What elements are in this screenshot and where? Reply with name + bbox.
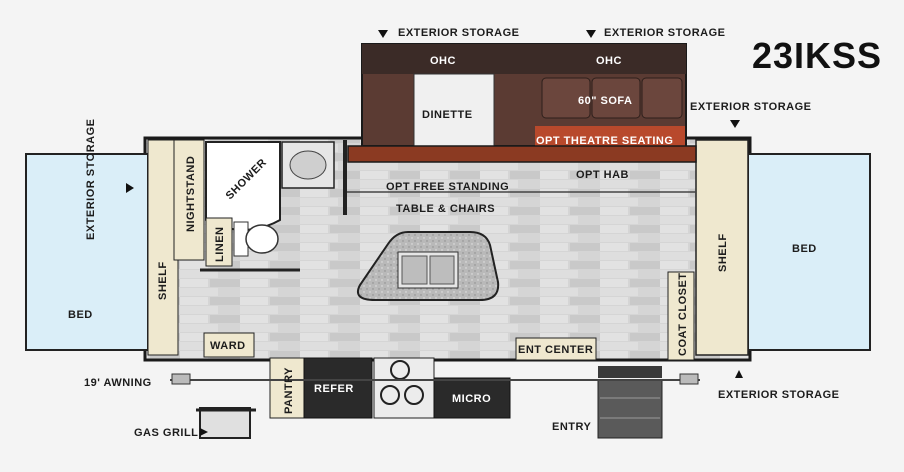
label-refer: REFER: [314, 383, 354, 395]
nightstand: [173, 139, 205, 261]
ohc-left-cabinet: [362, 44, 527, 74]
label-ohc-left: OHC: [430, 55, 456, 67]
pantry: [269, 357, 305, 419]
slideout-bottom-band: [347, 145, 697, 163]
label-table-line1: OPT FREE STANDING: [386, 181, 509, 193]
theatre-seating: [535, 126, 685, 148]
ohc-right-cabinet: [527, 44, 686, 74]
label-ext-storage-top-right: EXTERIOR STORAGE: [604, 27, 725, 39]
coat-closet: [667, 271, 695, 361]
sink-basin-1: [401, 255, 428, 285]
arrow-ext-left: [126, 183, 134, 193]
label-bed-left: BED: [68, 309, 93, 321]
microwave: [433, 377, 511, 419]
label-micro: MICRO: [452, 393, 491, 405]
label-ent-center: ENT CENTER: [518, 344, 593, 356]
label-bed-right: BED: [792, 243, 817, 255]
label-ohc-right: OHC: [596, 55, 622, 67]
label-nightstand: NIGHTSTAND: [185, 156, 197, 232]
shelf-right: [695, 139, 749, 356]
sofa-cushion-1: [541, 77, 591, 119]
refrigerator: [303, 357, 373, 419]
label-awning: 19' AWNING: [84, 377, 152, 389]
arrow-gas-grill: [200, 428, 208, 436]
arrow-ext-top-left: [378, 30, 388, 38]
burner-3: [404, 385, 424, 405]
awning-bracket-left: [171, 373, 191, 385]
label-hab: OPT HAB: [576, 169, 629, 181]
label-theatre: OPT THEATRE SEATING: [536, 135, 673, 147]
label-linen: LINEN: [214, 227, 226, 263]
label-shelf-left: SHELF: [157, 261, 169, 300]
label-entry: ENTRY: [552, 421, 592, 433]
model-title: 23IKSS: [752, 35, 882, 76]
gas-grill: [199, 407, 251, 439]
toilet-bowl: [245, 224, 279, 254]
label-ext-storage-left: EXTERIOR STORAGE: [85, 119, 97, 240]
label-table-line2: TABLE & CHAIRS: [396, 203, 495, 215]
wardrobe: [203, 332, 255, 358]
sofa-cushion-3: [641, 77, 683, 119]
label-shelf-right: SHELF: [717, 233, 729, 272]
label-gas-grill: GAS GRILL: [134, 427, 198, 439]
label-pantry: PANTRY: [283, 367, 295, 414]
dinette-table: [413, 73, 495, 147]
arrow-ext-right: [730, 120, 740, 128]
label-sofa: 60" SOFA: [578, 95, 632, 107]
arrow-ext-bottom: [735, 370, 743, 378]
arrow-ext-top-right: [586, 30, 596, 38]
bed-right-area: [747, 153, 871, 351]
label-ext-storage-right: EXTERIOR STORAGE: [690, 101, 811, 113]
entry-step-top: [598, 366, 662, 378]
sink-basin-2: [429, 255, 455, 285]
awning-bracket-right: [679, 373, 699, 385]
label-ward: WARD: [210, 340, 246, 352]
label-ext-storage-bottom: EXTERIOR STORAGE: [718, 389, 839, 401]
label-dinette: DINETTE: [422, 109, 473, 121]
burner-2: [380, 385, 400, 405]
sofa-cushion-2: [591, 77, 641, 119]
bath-sink-bowl: [289, 150, 327, 180]
ent-center: [515, 337, 597, 361]
linen-closet: [205, 217, 233, 267]
label-ext-storage-top-left: EXTERIOR STORAGE: [398, 27, 519, 39]
label-coat-closet: COAT CLOSET: [677, 272, 689, 356]
entry-steps: [597, 379, 663, 439]
